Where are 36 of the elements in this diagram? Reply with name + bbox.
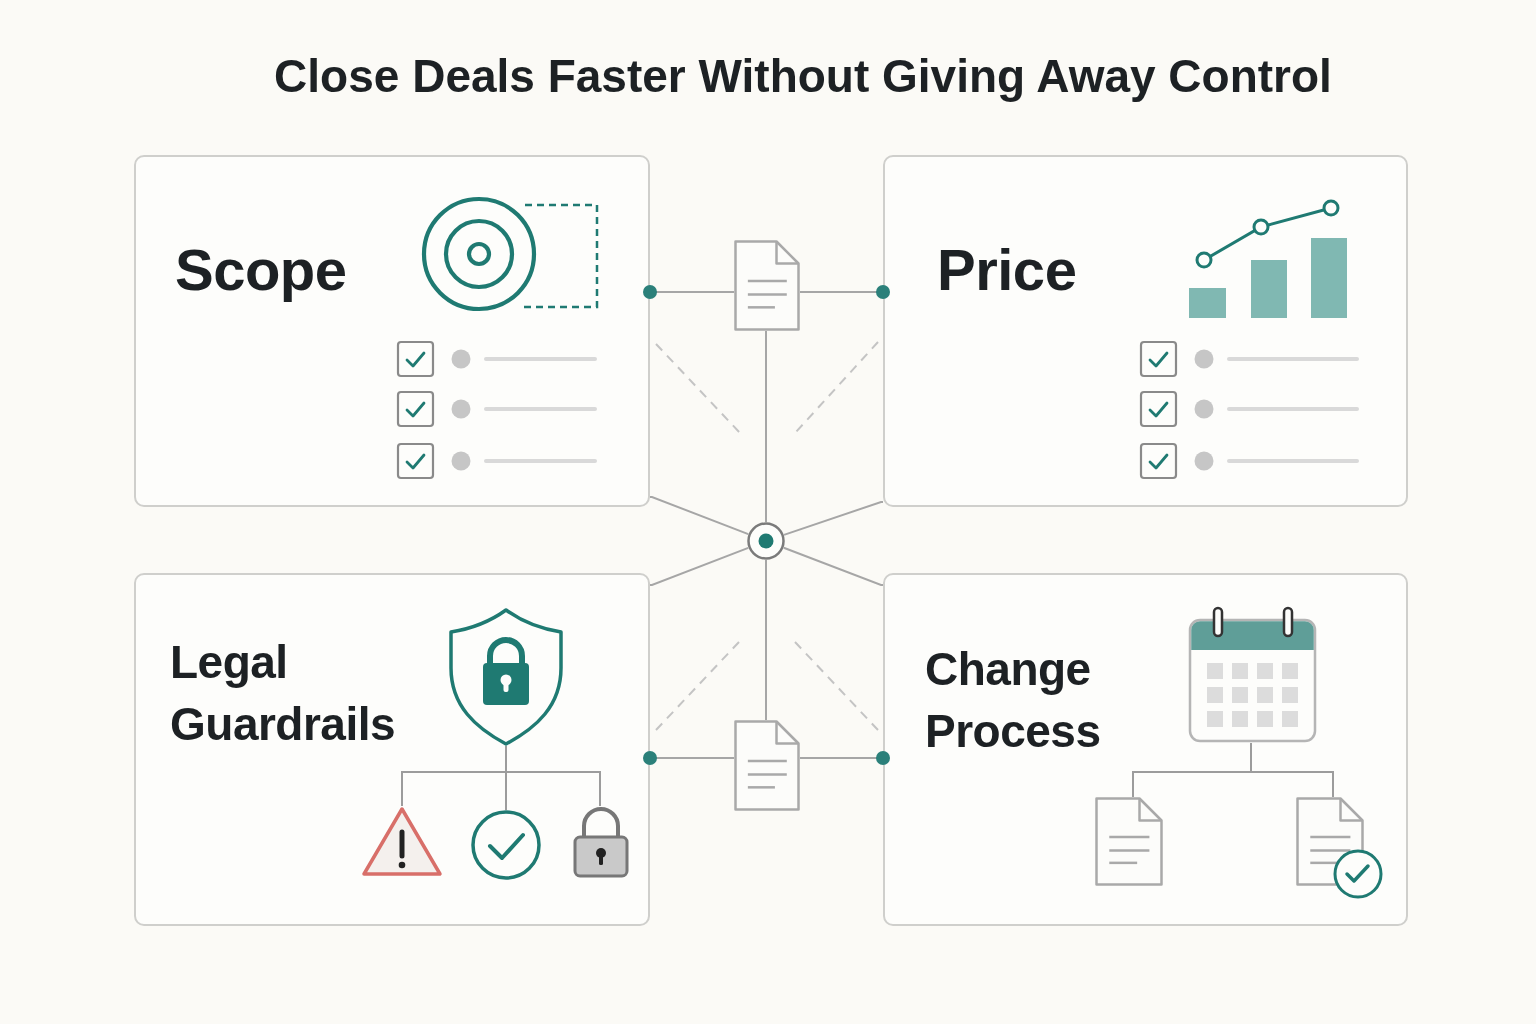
diagram-title: Close Deals Faster Without Giving Away Control (274, 50, 1332, 103)
hub-circle (747, 522, 785, 560)
connector-line (799, 751, 890, 765)
tree-connector (505, 771, 601, 807)
tree-connector (505, 771, 507, 811)
connector-line (782, 546, 884, 586)
padlock-icon (573, 806, 629, 878)
tree-connector (505, 745, 507, 773)
shield-lock-icon (448, 608, 564, 746)
connector-line (799, 285, 890, 299)
card-panel (134, 155, 650, 507)
document-icon (1095, 797, 1163, 886)
card-panel (134, 573, 650, 926)
tree-connector (1132, 771, 1252, 798)
document-icon (734, 720, 800, 811)
connector-line (649, 496, 750, 536)
tree-connector (1250, 771, 1334, 798)
connector-line (649, 546, 750, 586)
panel-heading: Price (937, 236, 1077, 304)
connector-line (783, 501, 884, 536)
warning-icon (361, 806, 443, 878)
tree-connector (1250, 742, 1252, 773)
panel-heading: Scope (175, 236, 347, 304)
document-icon (734, 240, 800, 331)
connector-line (643, 285, 735, 299)
connector-line (643, 751, 735, 765)
card-panel (883, 155, 1408, 507)
panel-heading: Legal Guardrails (170, 635, 396, 752)
document-check-icon (1296, 797, 1384, 899)
tree-connector (401, 771, 507, 807)
connector-line (765, 330, 767, 523)
connector-line (765, 559, 767, 721)
card-panel (883, 573, 1408, 926)
check-circle-icon (471, 810, 541, 880)
calendar-icon (1188, 606, 1317, 743)
panel-heading: Change Process (925, 641, 1101, 759)
